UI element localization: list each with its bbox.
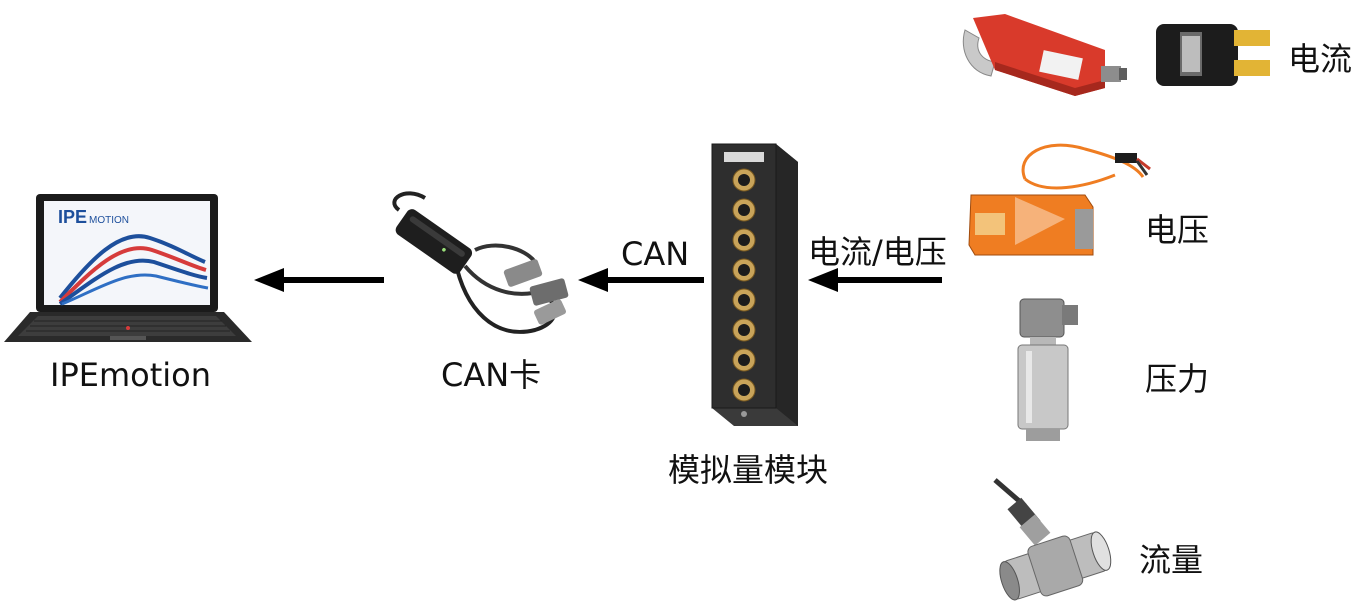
voltage-sensor-image — [968, 143, 1151, 256]
pc-label: IPEmotion — [50, 356, 211, 394]
sensor-current-label: 电流 — [1288, 40, 1353, 78]
module-connectors — [732, 168, 756, 402]
current-sensor-image — [1156, 24, 1270, 86]
arrow-to-module — [808, 268, 942, 292]
sensor-flow-label: 流量 — [1139, 541, 1204, 579]
sensor-voltage-label: 电压 — [1145, 211, 1210, 249]
arrow-to-pc — [254, 268, 384, 292]
laptop-image — [4, 194, 252, 342]
can-card-label: CAN卡 — [441, 356, 542, 394]
current-clamp-image — [962, 14, 1127, 96]
pressure-sensor-image — [1017, 298, 1078, 441]
logo-motion: MOTION — [89, 215, 130, 226]
signal-link-label: 电流/电压 — [808, 233, 947, 271]
flow-sensor-image — [993, 478, 1112, 601]
can-card-image — [392, 191, 569, 334]
can-link-label: CAN — [621, 235, 690, 273]
module-label: 模拟量模块 — [668, 451, 829, 489]
logo-ipe: IPE — [58, 207, 88, 227]
sensor-pressure-label: 压力 — [1145, 360, 1210, 398]
analog-module-image — [711, 143, 798, 426]
arrow-to-can-card — [578, 268, 704, 292]
